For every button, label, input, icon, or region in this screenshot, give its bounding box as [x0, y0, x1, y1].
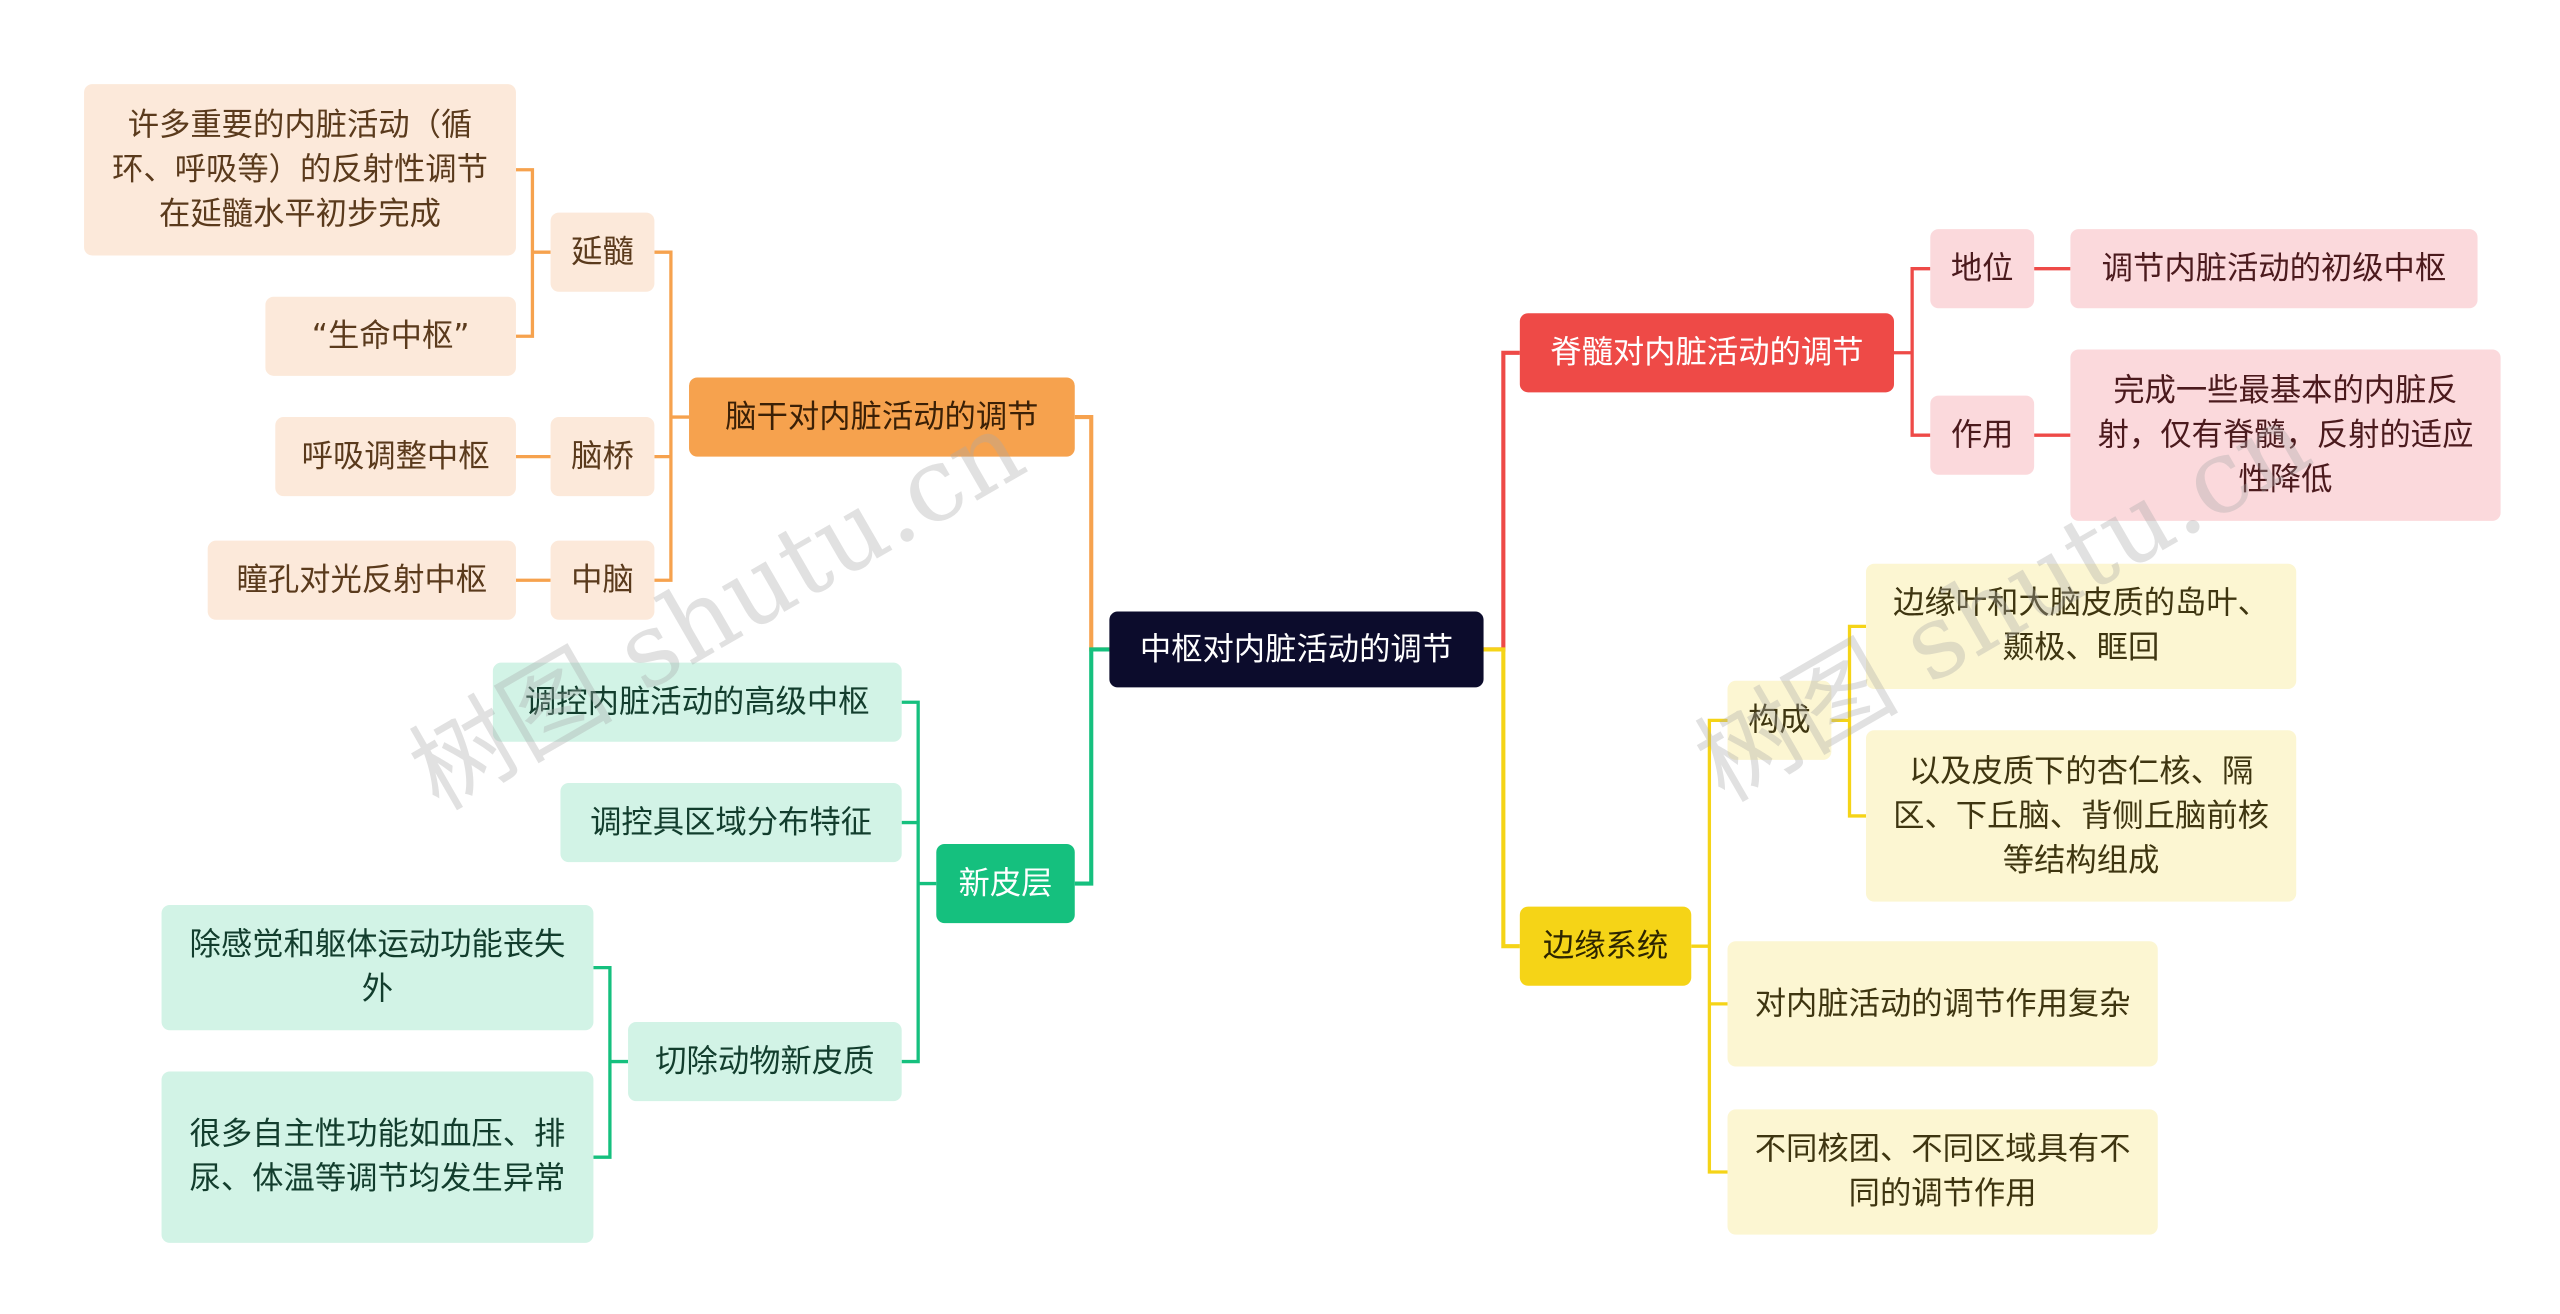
- root-topic[interactable]: 中枢对内脏活动的调节: [1109, 611, 1484, 688]
- limbic-lobe-node[interactable]: 边缘叶和大脑皮质的岛叶、颞极、眶回: [1865, 563, 2297, 690]
- basic-reflex-node[interactable]: 完成一些最基本的内脏反射，仅有脊髓，反射的适应性降低: [2070, 349, 2501, 521]
- subcortical-structures-node[interactable]: 以及皮质下的杏仁核、隔区、下丘脑、背侧丘脑前核等结构组成: [1865, 730, 2297, 902]
- brainstem-topic[interactable]: 脑干对内脏活动的调节: [689, 377, 1075, 457]
- medulla-reflex-node[interactable]: 许多重要的内脏活动（循环、呼吸等）的反射性调节在延髓水平初步完成: [84, 84, 516, 256]
- regional-distribution-node[interactable]: 调控具区域分布特征: [560, 782, 902, 863]
- role-topic[interactable]: 作用: [1930, 395, 2035, 475]
- limbic-topic[interactable]: 边缘系统: [1519, 906, 1692, 986]
- neocortex-topic[interactable]: 新皮层: [936, 843, 1075, 924]
- medulla-topic[interactable]: 延髓: [550, 212, 655, 292]
- sensory-loss-node[interactable]: 除感觉和躯体运动功能丧失外: [161, 904, 594, 1031]
- primary-center-node[interactable]: 调节内脏活动的初级中枢: [2070, 229, 2478, 309]
- life-center-node[interactable]: “生命中枢”: [265, 296, 516, 376]
- status-topic[interactable]: 地位: [1930, 229, 2035, 309]
- pupil-reflex-node[interactable]: 瞳孔对光反射中枢: [207, 540, 516, 620]
- spinal-topic[interactable]: 脊髓对内脏活动的调节: [1519, 313, 1895, 393]
- cortex-removal-topic[interactable]: 切除动物新皮质: [628, 1022, 902, 1102]
- autonomic-abnormality-node[interactable]: 很多自主性功能如血压、排尿、体温等调节均发生异常: [161, 1071, 594, 1243]
- pons-topic[interactable]: 脑桥: [550, 417, 655, 497]
- midbrain-topic[interactable]: 中脑: [550, 540, 655, 620]
- differential-regulation-node[interactable]: 不同核团、不同区域具有不同的调节作用: [1727, 1109, 2158, 1235]
- complex-regulation-node[interactable]: 对内脏活动的调节作用复杂: [1727, 941, 2158, 1067]
- respiratory-center-node[interactable]: 呼吸调整中枢: [275, 417, 516, 497]
- composition-topic[interactable]: 构成: [1727, 680, 1832, 760]
- advanced-center-node[interactable]: 调控内脏活动的高级中枢: [492, 662, 902, 742]
